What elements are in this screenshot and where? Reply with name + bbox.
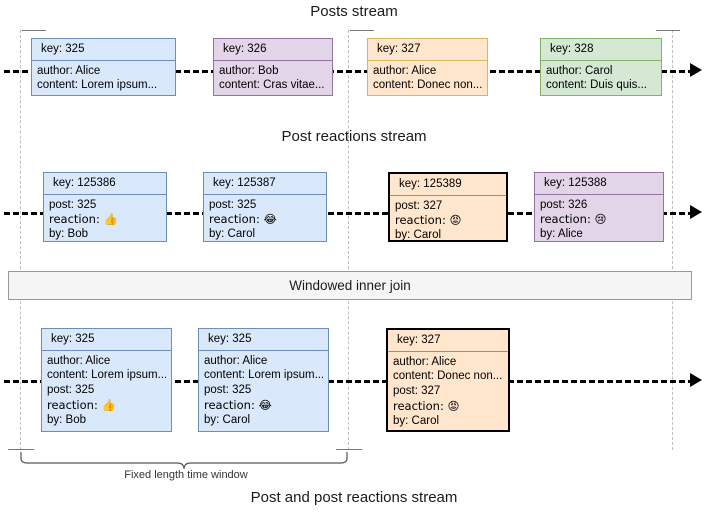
- record-line: by: Bob: [49, 228, 88, 241]
- record-line: content: Cras vitae...: [219, 79, 325, 92]
- record-line: content: Donec non...: [373, 79, 482, 92]
- record-body: author: Carol content: Duis quis...: [541, 61, 661, 96]
- record-line: reaction: 😡: [393, 398, 460, 413]
- record-body: author: Alice content: Donec non...: [368, 61, 487, 96]
- record-line: author: Alice: [37, 64, 101, 77]
- record-key: key: 326: [214, 39, 332, 61]
- record-line: content: Duis quis...: [546, 79, 647, 92]
- reactions-stream-title: Post reactions stream: [281, 128, 427, 145]
- time-boundary-cap-3: [656, 30, 680, 31]
- record-body: author: Alice content: Lorem ipsum... po…: [199, 351, 328, 431]
- joined-record-325-bob[interactable]: key: 325 author: Alice content: Lorem ip…: [41, 328, 172, 432]
- record-line: reaction: 😡: [395, 213, 462, 228]
- record-body: author: Alice content: Donec non... post…: [388, 352, 508, 432]
- time-boundary-line-3: [672, 30, 673, 450]
- record-line: reaction: 😂: [204, 397, 272, 412]
- time-boundary-cap-1b: [8, 449, 34, 450]
- record-line: author: Carol: [546, 64, 613, 77]
- record-line: by: Alice: [540, 228, 583, 241]
- time-boundary-cap-2b: [336, 449, 362, 450]
- record-line: by: Carol: [204, 413, 251, 426]
- brace-icon: [20, 452, 348, 470]
- posts-stream-axis: [4, 70, 694, 73]
- joined-record-327-carol[interactable]: key: 327 author: Alice content: Donec no…: [386, 328, 510, 432]
- reaction-record-125389[interactable]: key: 125389 post: 327 reaction: 😡 by: Ca…: [388, 172, 508, 242]
- join-band-label: Windowed inner join: [289, 278, 411, 293]
- output-stream-title: Post and post reactions stream: [250, 489, 458, 506]
- record-body: post: 326 reaction: 😢 by: Alice: [535, 195, 663, 245]
- record-line: reaction: 😢: [540, 212, 607, 227]
- record-line: post: 325: [204, 384, 252, 397]
- reaction-record-125388[interactable]: key: 125388 post: 326 reaction: 😢 by: Al…: [534, 172, 664, 242]
- record-line: content: Lorem ipsum...: [37, 79, 158, 92]
- record-key: key: 327: [368, 39, 487, 61]
- time-window-brace: [16, 450, 356, 472]
- record-line: post: 327: [395, 199, 443, 212]
- record-key: key: 125386: [44, 173, 166, 195]
- record-line: content: Donec non...: [393, 370, 503, 383]
- record-key: key: 325: [199, 329, 328, 351]
- record-line: content: Lorem ipsum...: [204, 369, 323, 382]
- record-key: key: 325: [32, 39, 175, 61]
- joined-record-325-carol[interactable]: key: 325 author: Alice content: Lorem ip…: [198, 328, 329, 432]
- post-record-326[interactable]: key: 326 author: Bob content: Cras vitae…: [213, 38, 333, 96]
- record-line: by: Bob: [47, 413, 86, 426]
- record-line: by: Carol: [393, 414, 440, 427]
- post-record-325[interactable]: key: 325 author: Alice content: Lorem ip…: [31, 38, 176, 96]
- record-line: post: 325: [49, 198, 97, 211]
- record-line: reaction: 👍: [49, 212, 118, 227]
- reaction-record-125387[interactable]: key: 125387 post: 325 reaction: 😂 by: Ca…: [203, 172, 327, 242]
- record-key: key: 328: [541, 39, 661, 61]
- time-window-label: Fixed length time window: [124, 469, 248, 481]
- time-boundary-cap-2: [350, 30, 374, 31]
- record-key: key: 327: [388, 330, 508, 352]
- record-body: post: 325 reaction: 😂 by: Carol: [204, 195, 326, 245]
- record-line: author: Alice: [373, 64, 437, 77]
- record-line: post: 327: [393, 385, 441, 398]
- record-body: author: Alice content: Lorem ipsum... po…: [42, 351, 171, 431]
- record-line: content: Lorem ipsum...: [47, 369, 166, 382]
- record-line: post: 325: [47, 384, 95, 397]
- reactions-stream-arrow-icon: [690, 205, 702, 219]
- record-line: reaction: 👍: [47, 397, 116, 412]
- output-stream-arrow-icon: [690, 373, 702, 387]
- record-line: author: Bob: [219, 64, 279, 77]
- record-body: post: 327 reaction: 😡 by: Carol: [390, 196, 506, 246]
- posts-stream-title: Posts stream: [310, 3, 398, 20]
- record-line: post: 326: [540, 198, 588, 211]
- record-key: key: 125388: [535, 173, 663, 195]
- record-body: post: 325 reaction: 👍 by: Bob: [44, 195, 166, 245]
- record-line: author: Alice: [204, 354, 268, 367]
- posts-stream-arrow-icon: [690, 63, 702, 77]
- post-record-327[interactable]: key: 327 author: Alice content: Donec no…: [367, 38, 488, 96]
- record-key: key: 125387: [204, 173, 326, 195]
- record-key: key: 125389: [390, 174, 506, 196]
- reactions-stream-axis: [4, 212, 694, 215]
- time-boundary-line-2: [348, 30, 349, 450]
- record-line: by: Carol: [395, 229, 442, 242]
- time-boundary-cap-1: [22, 30, 46, 31]
- record-line: by: Carol: [209, 228, 256, 241]
- record-line: author: Alice: [47, 354, 111, 367]
- record-key: key: 325: [42, 329, 171, 351]
- reaction-record-125386[interactable]: key: 125386 post: 325 reaction: 👍 by: Bo…: [43, 172, 167, 242]
- post-record-328[interactable]: key: 328 author: Carol content: Duis qui…: [540, 38, 662, 96]
- record-line: author: Alice: [393, 355, 457, 368]
- record-body: author: Alice content: Lorem ipsum...: [32, 61, 175, 96]
- record-line: reaction: 😂: [209, 212, 277, 227]
- windowed-inner-join-band[interactable]: Windowed inner join: [8, 271, 692, 300]
- output-stream-axis: [4, 380, 694, 383]
- record-body: author: Bob content: Cras vitae...: [214, 61, 332, 96]
- time-boundary-line-1: [20, 30, 21, 450]
- record-line: post: 325: [209, 198, 257, 211]
